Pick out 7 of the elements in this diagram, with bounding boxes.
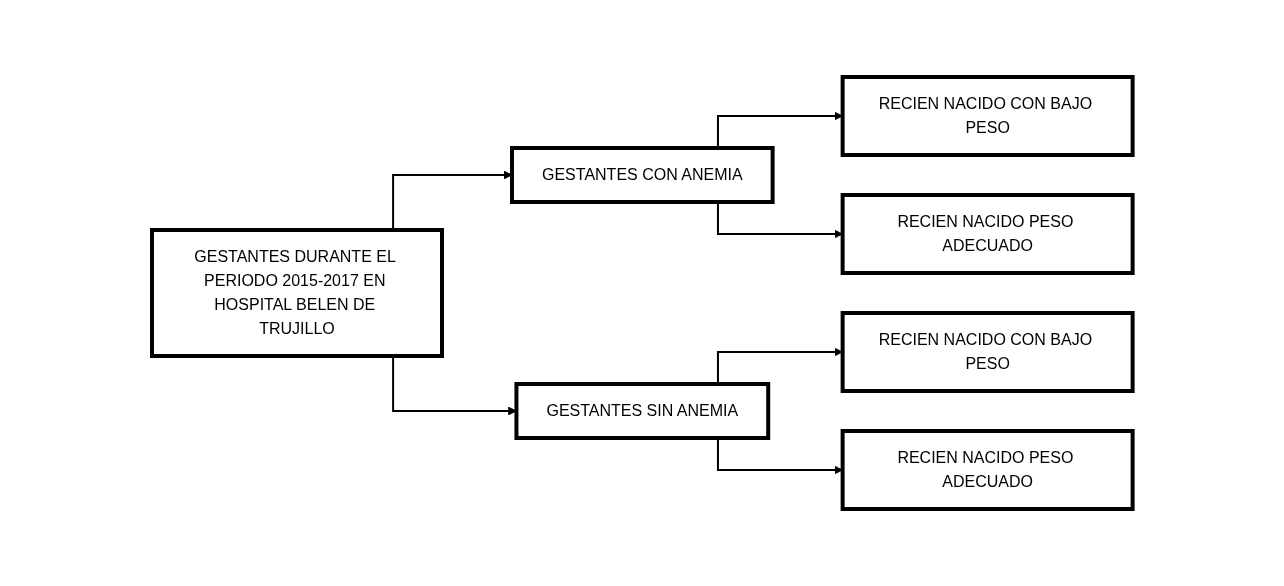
node-box: GESTANTES CON ANEMIA [509,146,775,204]
node-box: RECIEN NACIDO CON BAJO PESO [840,311,1135,393]
node-box: GESTANTES DURANTE EL PERIODO 2015-2017 EN HOSPITAL BELEN DE TRUJILLO [149,228,444,358]
node-box: RECIEN NACIDO PESO ADECUADO [840,429,1135,511]
node-box: RECIEN NACIDO PESO ADECUADO [840,193,1135,275]
node-box: GESTANTES SIN ANEMIA [514,382,770,440]
node-box: RECIEN NACIDO CON BAJO PESO [840,75,1135,157]
